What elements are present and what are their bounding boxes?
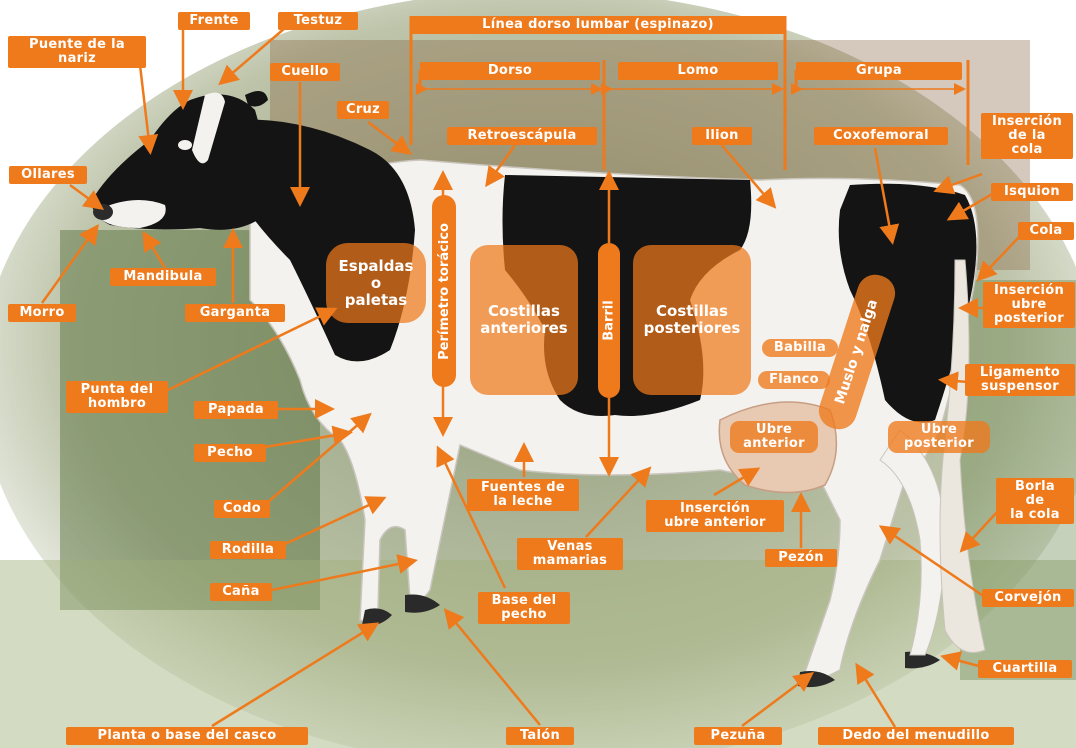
label-morro: Morro bbox=[8, 304, 76, 322]
label-cola: Cola bbox=[1018, 222, 1074, 240]
label-pecho: Pecho bbox=[194, 444, 266, 462]
label-cruz: Cruz bbox=[337, 101, 389, 119]
label-talon: Talón bbox=[506, 727, 574, 745]
label-papada: Papada bbox=[194, 401, 278, 419]
label-pezon: Pezón bbox=[765, 549, 837, 567]
label-frente: Frente bbox=[178, 12, 250, 30]
label-venas-mamarias: Venas mamarias bbox=[517, 538, 623, 570]
label-puente-nariz: Puente de la nariz bbox=[8, 36, 146, 68]
region-perimetro: Perímetro torácico bbox=[432, 195, 456, 387]
label-borla-cola: Borla de la cola bbox=[996, 478, 1074, 524]
label-cuello: Cuello bbox=[270, 63, 340, 81]
label-testuz: Testuz bbox=[278, 12, 358, 30]
label-punta-hombro: Punta del hombro bbox=[66, 381, 168, 413]
region-perimetro-label: Perímetro torácico bbox=[437, 223, 452, 360]
label-base-pecho: Base del pecho bbox=[478, 592, 570, 624]
label-lomo: Lomo bbox=[618, 62, 778, 80]
region-costillas-anteriores: Costillas anteriores bbox=[470, 245, 578, 395]
label-insercion-cola: Inserción de la cola bbox=[981, 113, 1073, 159]
region-barril-label: Barril bbox=[602, 300, 617, 340]
label-insercion-ubre-posterior: Inserción ubre posterior bbox=[983, 282, 1075, 328]
label-insercion-ubre-anterior: Inserción ubre anterior bbox=[646, 500, 784, 532]
label-pezuna: Pezuña bbox=[694, 727, 782, 745]
label-linea-dorso: Línea dorso lumbar (espinazo) bbox=[411, 16, 785, 34]
label-retroescapula: Retroescápula bbox=[447, 127, 597, 145]
label-planta: Planta o base del casco bbox=[66, 727, 308, 745]
label-isquion: Isquion bbox=[991, 183, 1073, 201]
label-rodilla: Rodilla bbox=[210, 541, 286, 559]
label-babilla: Babilla bbox=[762, 339, 838, 357]
label-dedo-menudillo: Dedo del menudillo bbox=[818, 727, 1014, 745]
label-corvejon: Corvejón bbox=[982, 589, 1074, 607]
label-cuartilla: Cuartilla bbox=[978, 660, 1072, 678]
label-ubre-posterior: Ubre posterior bbox=[888, 421, 990, 453]
label-fuentes-leche: Fuentes de la leche bbox=[467, 479, 579, 511]
region-espaldas: Espaldas o paletas bbox=[326, 243, 426, 323]
label-dorso: Dorso bbox=[420, 62, 600, 80]
region-barril: Barril bbox=[598, 243, 620, 398]
label-garganta: Garganta bbox=[185, 304, 285, 322]
label-mandibula: Mandibula bbox=[110, 268, 216, 286]
label-ubre-anterior: Ubre anterior bbox=[730, 421, 818, 453]
label-ligamento: Ligamento suspensor bbox=[965, 364, 1075, 396]
label-ilion: Ilion bbox=[692, 127, 752, 145]
label-grupa: Grupa bbox=[796, 62, 962, 80]
label-cana: Caña bbox=[210, 583, 272, 601]
region-costillas-posteriores: Costillas posteriores bbox=[633, 245, 751, 395]
label-codo: Codo bbox=[214, 500, 270, 518]
label-ollares: Ollares bbox=[9, 166, 87, 184]
label-flanco: Flanco bbox=[758, 371, 830, 389]
label-coxofemoral: Coxofemoral bbox=[814, 127, 948, 145]
